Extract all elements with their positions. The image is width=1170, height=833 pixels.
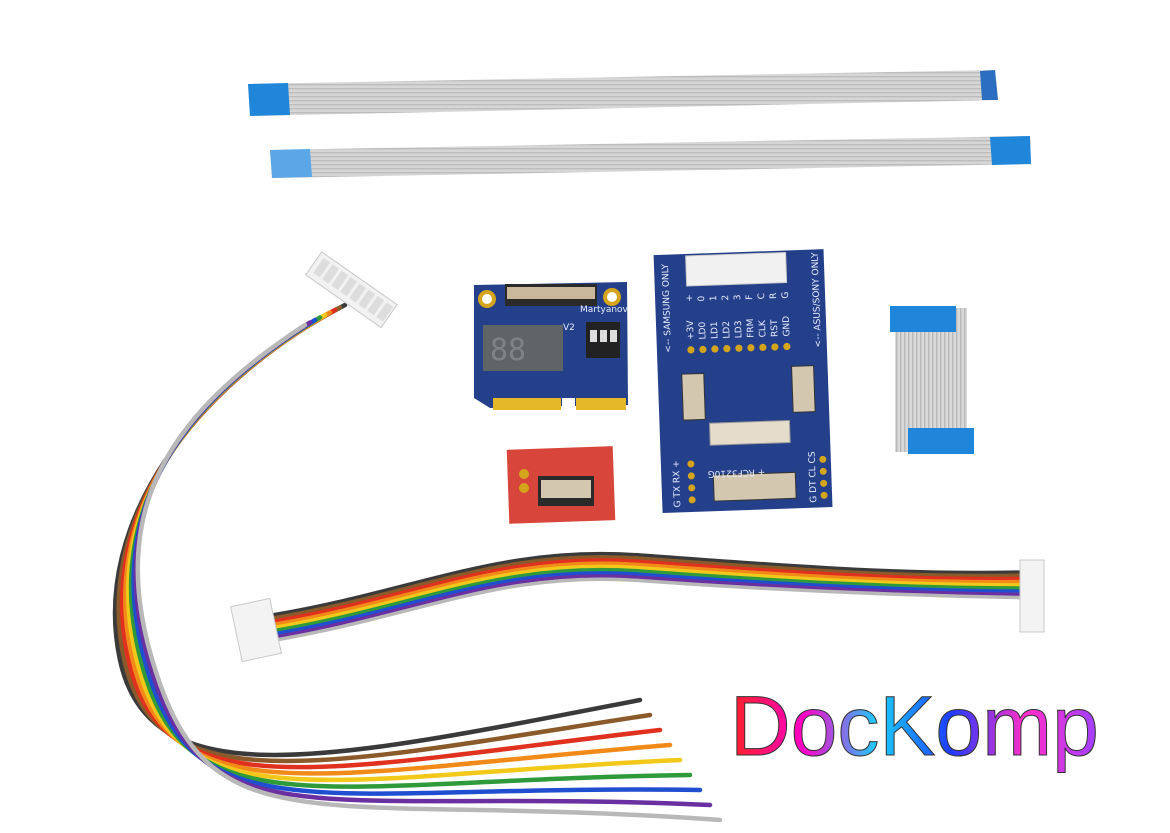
pin-label: LD3	[734, 320, 745, 338]
wire	[271, 571, 1023, 636]
flex-cable-short	[890, 306, 974, 454]
pin-label: FRM	[746, 318, 757, 338]
wire-harness-long	[112, 302, 723, 823]
wire	[271, 561, 1023, 627]
wire-harness-short	[271, 551, 1023, 643]
pin-code: F	[745, 294, 755, 300]
pin-code: 0	[697, 295, 707, 301]
right-header-label: G DT CL CS	[808, 451, 820, 503]
wire	[271, 567, 1023, 633]
samsung-note: <-- SAMSUNG ONLY	[661, 263, 674, 352]
pin-code: G	[781, 291, 791, 298]
seven-segment-display: 88	[490, 333, 526, 368]
pin-pad	[759, 343, 767, 351]
post-card-version: V2	[563, 323, 575, 333]
connector-harness-left	[230, 597, 282, 663]
pin-code: 3	[733, 294, 743, 300]
pin-label: RST	[770, 319, 781, 337]
pin-pad	[747, 344, 755, 352]
wire	[271, 551, 1023, 617]
pin-pad	[783, 342, 791, 351]
pin-code: R	[769, 292, 779, 299]
asus-sony-note: <-- ASUS/SONY ONLY	[811, 252, 824, 348]
left-header-label: G TX RX +	[672, 460, 684, 508]
connector-harness-top	[304, 251, 398, 329]
pin-pad	[771, 343, 779, 351]
pin-label: CLK	[758, 319, 769, 338]
pin-label: LD1	[710, 321, 721, 339]
connector-harness-right	[1019, 559, 1045, 633]
flex-cable-top	[248, 70, 998, 116]
flex-cable-middle	[270, 136, 1031, 178]
pin-code: 2	[721, 295, 731, 301]
pin-code: C	[757, 293, 767, 300]
wire	[271, 577, 1023, 643]
bottom-code: + RCF3210G	[707, 466, 765, 478]
watermark: DocKomp	[730, 679, 1099, 773]
wire	[271, 555, 1023, 620]
pin-pad	[699, 345, 707, 354]
pin-pad	[687, 346, 695, 354]
wire	[271, 558, 1023, 624]
red-adapter-board	[506, 446, 616, 524]
pin-label: LD0	[698, 321, 709, 339]
pin-code: +	[685, 294, 695, 302]
wire	[135, 322, 723, 823]
wire	[271, 564, 1023, 630]
pin-label: GND	[782, 316, 793, 337]
post-card-board: 88 Martyanov V2	[474, 282, 629, 410]
wire	[271, 574, 1023, 640]
pin-pad	[735, 344, 743, 352]
adapter-board: <-- SAMSUNG ONLY <-- ASUS/SONY ONLY +3V +…	[653, 249, 833, 513]
pin-label: LD2	[722, 321, 733, 339]
pin-label: +3V	[686, 319, 697, 340]
pin-pad	[711, 345, 719, 353]
pin-code: 1	[709, 295, 719, 301]
pin-pad	[723, 345, 731, 353]
post-card-brand: Martyanov	[580, 305, 629, 315]
